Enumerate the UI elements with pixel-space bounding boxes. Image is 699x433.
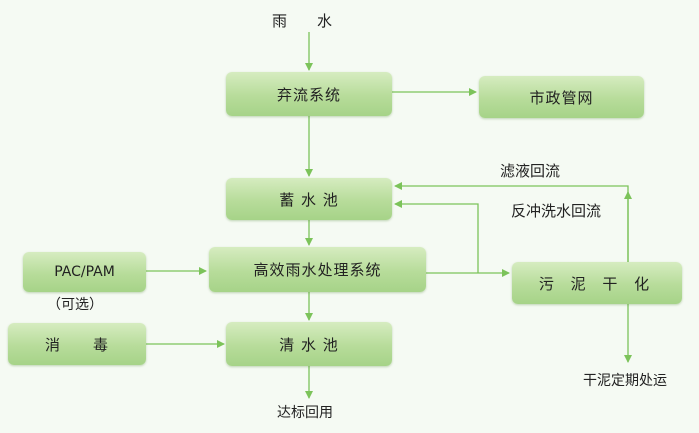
clear-water-tank-box: 清 水 池 [226,322,392,366]
treatment-system-box: 高效雨水处理系统 [209,247,426,292]
filtrate-return-label: 滤液回流 [500,162,561,180]
dry-sludge-disposal-label: 干泥定期处运 [583,373,667,389]
municipal-network-box: 市政管网 [479,76,644,118]
disinfection-box: 消 毒 [8,323,146,365]
optional-label: （可选） [47,297,103,313]
arrow-filtrate-return [394,182,629,262]
arrow-backwash-return [394,200,479,273]
rainwater-label: 雨 水 [272,12,333,30]
pac-pam-box: PAC/PAM [23,252,146,292]
storage-tank-box: 蓄 水 池 [226,178,392,220]
sludge-drying-box: 污 泥 干 化 [512,262,682,304]
diversion-system-box: 弃流系统 [226,72,392,116]
backwash-return-label: 反冲洗水回流 [511,202,602,220]
reuse-label: 达标回用 [277,405,333,421]
